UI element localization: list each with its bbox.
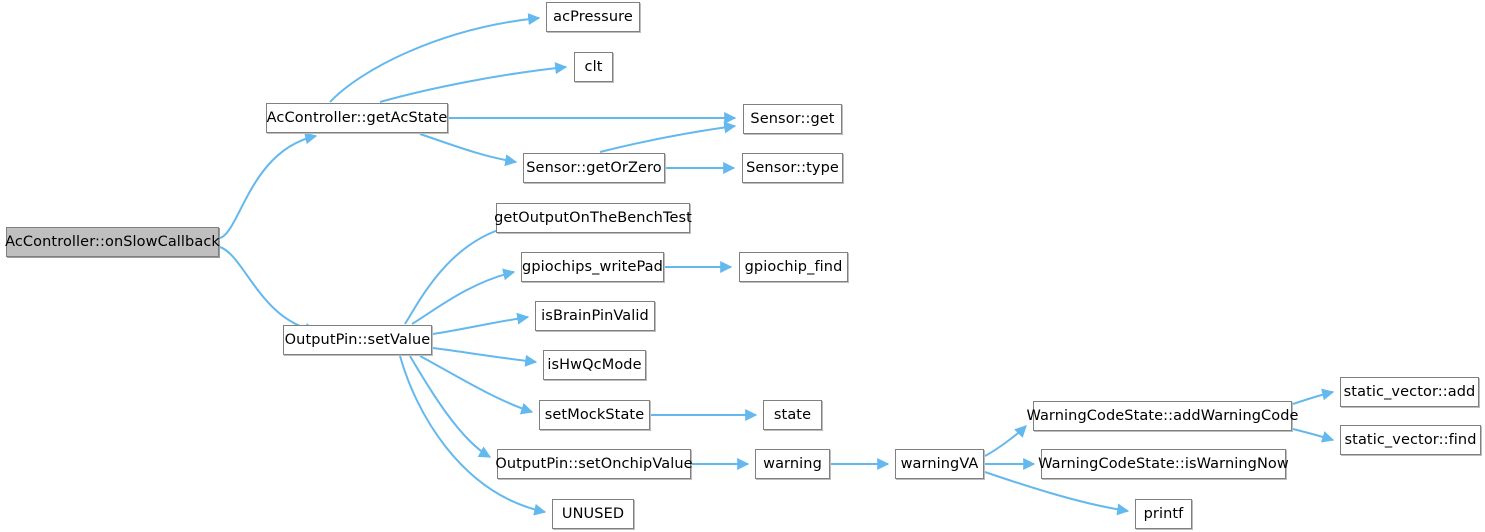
graph-node-label: acPressure — [553, 8, 633, 25]
graph-node-setValue[interactable]: OutputPin::setValue — [283, 325, 432, 355]
graph-node-acPressure[interactable]: acPressure — [546, 2, 640, 32]
graph-node-label: warning — [763, 455, 822, 472]
edge-setValue-to-unused — [399, 355, 547, 516]
graph-node-benchTest[interactable]: getOutputOnTheBenchTest — [494, 203, 692, 233]
graph-node-label: WarningCodeState::addWarningCode — [1026, 407, 1299, 424]
graph-node-sensorGet[interactable]: Sensor::get — [743, 104, 842, 134]
graph-node-isBrainPinValid[interactable]: isBrainPinValid — [535, 301, 655, 331]
edge-addWarningCode-to-staticVectorFind — [1292, 428, 1335, 443]
graph-node-setOnchipValue[interactable]: OutputPin::setOnchipValue — [495, 449, 693, 479]
graph-node-label: isHwQcMode — [547, 356, 642, 373]
graph-node-label: warningVA — [900, 455, 979, 472]
graph-node-printf[interactable]: printf — [1135, 499, 1192, 529]
graph-node-label: OutputPin::setValue — [284, 331, 431, 348]
graph-node-label: OutputPin::setOnchipValue — [495, 455, 693, 472]
edge-onSlowCallback-to-getAcState — [219, 132, 318, 239]
graph-node-gpiochipsWritePad[interactable]: gpiochips_writePad — [521, 252, 664, 282]
graph-node-unused[interactable]: UNUSED — [552, 499, 634, 529]
edge-setValue-to-gpiochipsWritePad — [411, 268, 516, 325]
graph-node-label: WarningCodeState::isWarningNow — [1038, 455, 1289, 472]
graph-node-label: Sensor::type — [746, 159, 839, 176]
graph-node-label: isBrainPinValid — [541, 307, 649, 324]
graph-node-clt[interactable]: clt — [574, 52, 613, 82]
graph-node-label: getOutputOnTheBenchTest — [494, 209, 692, 226]
graph-node-label: Sensor::getOrZero — [526, 159, 662, 176]
graph-node-label: Sensor::get — [750, 110, 835, 127]
graph-node-label: clt — [584, 58, 603, 75]
edge-warningVA-to-printf — [984, 471, 1130, 516]
graph-node-warningVA[interactable]: warningVA — [895, 449, 984, 479]
graph-node-gpiochipFind[interactable]: gpiochip_find — [739, 252, 848, 282]
graph-node-setMockState[interactable]: setMockState — [539, 400, 650, 430]
edge-sensorGetOrZero-to-sensorGet — [599, 121, 737, 153]
graph-node-staticVectorAdd[interactable]: static_vector::add — [1340, 377, 1479, 407]
graph-node-label: static_vector::find — [1344, 431, 1477, 448]
graph-node-label: static_vector::add — [1343, 383, 1476, 400]
graph-node-label: gpiochip_find — [744, 258, 843, 275]
edge-onSlowCallback-to-setValue — [219, 246, 318, 335]
edge-getAcState-to-sensorGetOrZero — [419, 133, 518, 167]
graph-node-addWarningCode[interactable]: WarningCodeState::addWarningCode — [1026, 401, 1298, 431]
graph-node-label: UNUSED — [561, 505, 625, 522]
edge-getAcState-to-acPressure — [329, 13, 541, 103]
graph-node-label: state — [773, 406, 812, 423]
graph-node-label: AcController::onSlowCallback — [5, 233, 220, 250]
edge-warningVA-to-addWarningCode — [984, 425, 1027, 457]
graph-node-label: setMockState — [544, 406, 645, 423]
edge-setValue-to-isBrainPinValid — [432, 312, 530, 335]
graph-node-isWarningNow[interactable]: WarningCodeState::isWarningNow — [1038, 449, 1289, 479]
graph-node-warning[interactable]: warning — [755, 449, 830, 479]
graph-node-staticVectorFind[interactable]: static_vector::find — [1340, 425, 1481, 455]
edge-setValue-to-isHwQcMode — [432, 347, 538, 367]
edge-getAcState-to-clt — [379, 62, 568, 103]
graph-node-sensorGetOrZero[interactable]: Sensor::getOrZero — [523, 153, 665, 183]
graph-node-label: AcController::getAcState — [266, 109, 448, 126]
edge-addWarningCode-to-staticVectorAdd — [1292, 388, 1335, 405]
graph-node-label: gpiochips_writePad — [522, 258, 663, 275]
graph-node-onSlowCallback[interactable]: AcController::onSlowCallback — [5, 227, 220, 257]
graph-node-getAcState[interactable]: AcController::getAcState — [266, 103, 448, 133]
graph-node-state[interactable]: state — [763, 400, 822, 430]
edge-setValue-to-setOnchipValue — [409, 355, 492, 458]
edge-setValue-to-setMockState — [419, 355, 534, 415]
graph-node-isHwQcMode[interactable]: isHwQcMode — [543, 350, 646, 380]
edge-setValue-to-benchTest — [404, 222, 514, 325]
graph-node-label: printf — [1143, 505, 1184, 522]
graph-node-sensorType[interactable]: Sensor::type — [742, 153, 843, 183]
